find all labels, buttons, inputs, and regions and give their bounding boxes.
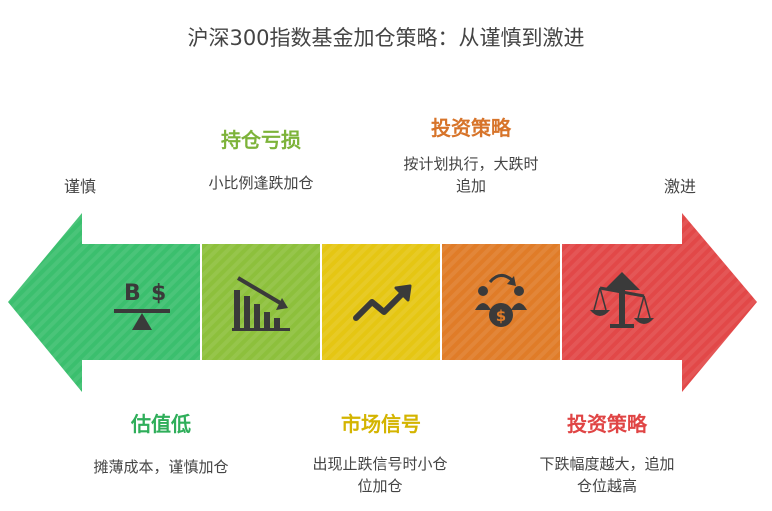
stage-4-heading: 投资策略 <box>431 116 511 140</box>
stage-5-desc-line-2: 仓位越高 <box>576 477 637 495</box>
segment-4 <box>442 244 560 360</box>
svg-text:$: $ <box>151 281 166 306</box>
stage-1-heading: 估值低 <box>131 412 191 436</box>
stage-2-heading: 持仓亏损 <box>221 128 301 152</box>
stage-3-desc-line-2: 位加仓 <box>357 477 403 495</box>
stage-3-desc-line-1: 出现止跌信号时小仓 <box>312 455 448 473</box>
declining-bar-chart-icon <box>232 276 290 331</box>
segment-3 <box>322 244 440 360</box>
stage-5-desc-line-1: 下跌幅度越大，追加 <box>539 455 675 473</box>
segment-2 <box>202 244 320 360</box>
stage-2-desc: 小比例逢跌加仓 <box>208 174 314 192</box>
right-end-label: 激进 <box>664 177 697 196</box>
stage-4-desc-line-2: 追加 <box>455 177 486 195</box>
left-end-label: 谨慎 <box>64 177 97 196</box>
stage-1-desc: 摊薄成本，谨慎加仓 <box>93 458 229 476</box>
page-title: 沪深300指数基金加仓策略：从谨慎到激进 <box>187 26 585 50</box>
segment-1 <box>82 244 200 360</box>
stage-3-heading: 市场信号 <box>341 412 421 436</box>
tilted-balance-icon <box>590 272 654 328</box>
balance-scale-dollar-icon: B $ <box>114 281 170 330</box>
trend-up-arrow-icon <box>353 284 412 321</box>
stage-4-desc-line-1: 按计划执行，大跌时 <box>403 155 539 173</box>
stage-5-heading: 投资策略 <box>567 412 647 436</box>
svg-text:$: $ <box>496 307 506 325</box>
money-exchange-people-icon: $ <box>475 274 527 327</box>
svg-text:B: B <box>124 281 141 306</box>
